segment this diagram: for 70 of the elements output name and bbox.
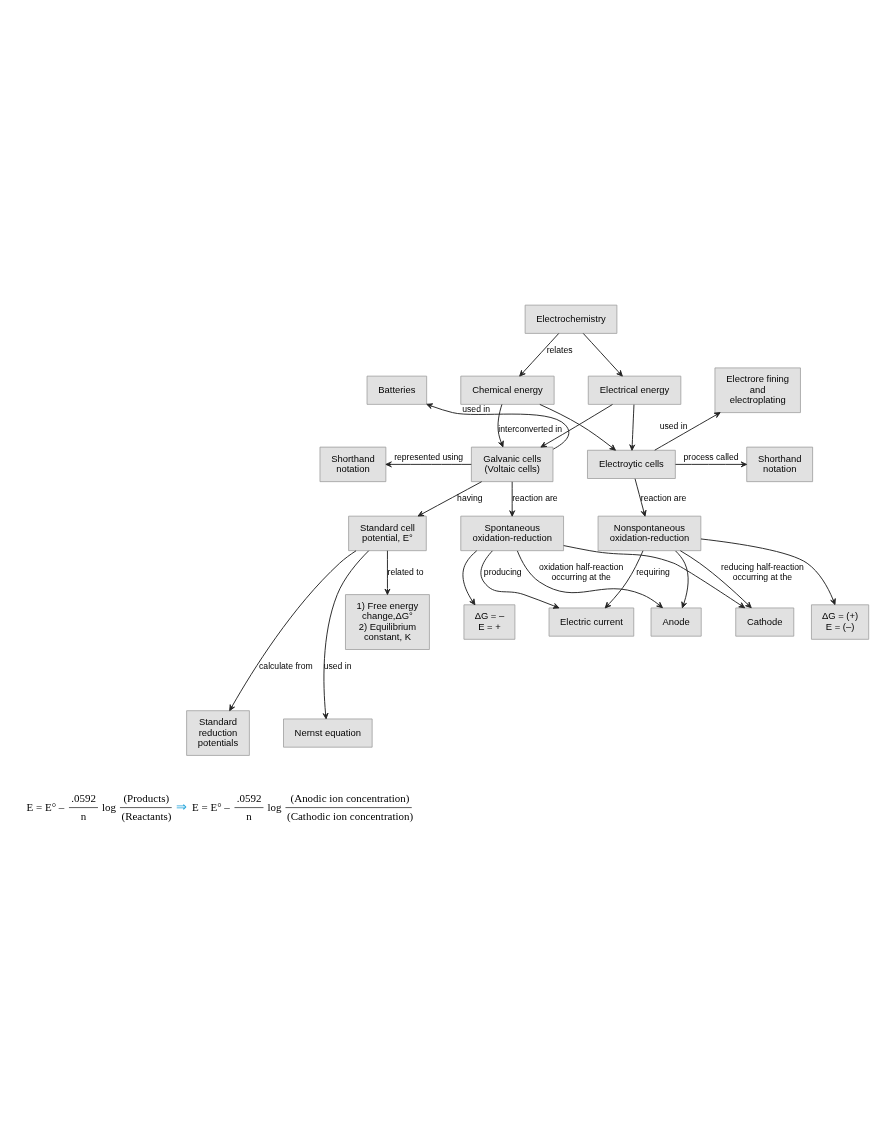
node-box: Cathode	[735, 607, 795, 637]
arrow	[497, 403, 504, 448]
label: .0592	[236, 792, 262, 805]
node-box: ΔG = (+) E = (–)	[811, 604, 870, 640]
arrow	[604, 550, 644, 609]
label: (Anodic ion concentration)	[290, 792, 410, 805]
node-box: Chemical energy	[460, 375, 555, 405]
label: log	[267, 800, 282, 813]
label: ⇒	[175, 799, 187, 814]
node-box: Galvanic cells (Voltaic cells)	[471, 446, 554, 483]
label: n	[80, 810, 87, 823]
node-box: Shorthand notation	[746, 446, 813, 483]
arrow	[563, 545, 746, 609]
edge-label: represented using	[394, 451, 464, 462]
edge-label: used in	[323, 660, 352, 671]
arrow	[384, 550, 391, 595]
edge-label: used in	[659, 420, 688, 431]
arrow	[700, 538, 836, 606]
node-box: Nonspontaneous oxidation-reduction	[597, 515, 702, 552]
arrow	[417, 481, 483, 517]
node-box: Electroytic cells	[587, 449, 676, 479]
arrow	[462, 550, 478, 606]
node-box: Anode	[650, 607, 702, 637]
node-box: Electrore fining and electroplating	[714, 367, 801, 413]
edge-label: reaction are	[640, 493, 687, 504]
edge-label: calculate from	[259, 660, 313, 671]
arrow	[426, 403, 570, 450]
node-box: Electrochemistry	[524, 304, 618, 334]
label: .0592	[71, 792, 96, 805]
label: n	[246, 810, 252, 823]
node-box: Standard reduction potentials	[186, 710, 250, 756]
label: E = E° –	[26, 800, 65, 813]
edge-label: requiring	[636, 566, 670, 577]
arrow	[519, 332, 560, 377]
label: (Products)	[123, 792, 170, 805]
edge-label: used in	[462, 403, 491, 414]
label: log	[101, 800, 116, 813]
label: (Reactants)	[121, 810, 172, 823]
arrow	[480, 550, 560, 609]
node-box: Shorthand notation	[319, 446, 387, 483]
edge-label: process called	[683, 451, 739, 462]
arrow	[675, 461, 748, 468]
node-box: ΔG = – E = +	[463, 604, 516, 640]
edge-label: reducing half-reaction occurring at the	[721, 562, 804, 582]
arrow	[509, 481, 516, 517]
arrow	[322, 550, 370, 720]
node-box: Spontaneous oxidation-reduction	[460, 515, 564, 552]
arrow	[675, 550, 689, 609]
arrow	[629, 404, 636, 451]
arrow	[229, 550, 357, 712]
arrow	[654, 412, 721, 451]
edge-label: oxidation half-reaction occurring at the	[539, 562, 624, 582]
arrow	[385, 461, 472, 468]
arrow	[634, 478, 647, 517]
arrow	[582, 332, 623, 377]
node-box: Electrical energy	[587, 375, 682, 405]
label: (Cathodic ion concentration)	[287, 810, 414, 823]
node-box: Batteries	[366, 375, 428, 405]
arrow	[679, 550, 752, 609]
edge-label: having	[457, 493, 483, 504]
node-box: 1) Free energy change,ΔG° 2) Equilibrium constant, K	[345, 594, 430, 650]
edge-label: relates	[546, 344, 573, 355]
label: E = E° –	[192, 800, 230, 813]
edge-label: producing	[483, 566, 522, 577]
edge-label: reaction are	[512, 493, 558, 504]
edge-label: related to	[387, 566, 424, 577]
node-box: Electric current	[548, 607, 635, 637]
arrow	[516, 550, 663, 609]
node-box: Nernst equation	[283, 718, 373, 748]
node-box: Standard cell potential, E°	[348, 515, 427, 552]
